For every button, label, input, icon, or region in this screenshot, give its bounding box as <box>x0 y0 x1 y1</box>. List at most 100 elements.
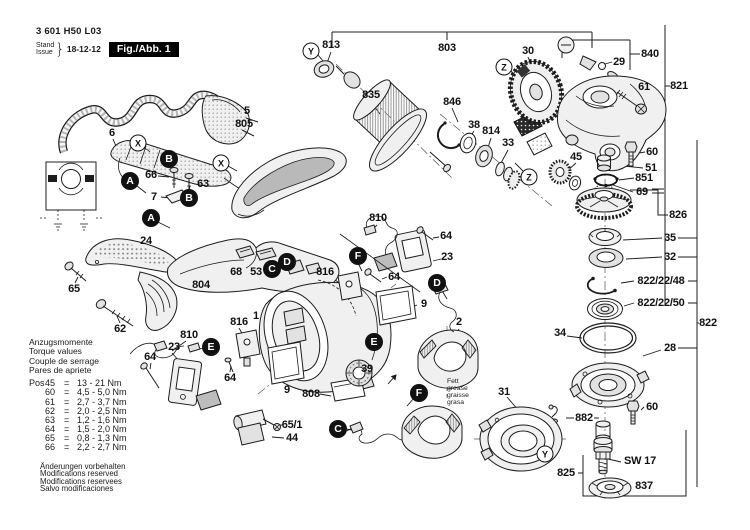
callout-2: 2 <box>456 316 462 328</box>
callout-9: 9 <box>421 298 427 310</box>
torque-heading: Pares de apriete <box>29 364 92 375</box>
armature <box>313 60 451 173</box>
stand-issue-label: Stand Issue <box>36 42 55 56</box>
callout-35: 35 <box>664 232 676 244</box>
assembly-marker-E: E <box>365 333 383 351</box>
callout-23: 23 <box>441 251 453 263</box>
callout-28: 28 <box>664 342 676 354</box>
callout-61: 61 <box>638 81 650 93</box>
callout-63: 63 <box>197 178 209 190</box>
callout-60: 60 <box>646 146 658 158</box>
torque-heading: Anzugsmomente <box>29 337 93 347</box>
grease-note-line: grease <box>447 384 468 392</box>
callout-821: 821 <box>670 80 688 92</box>
callout-51: 51 <box>645 162 657 174</box>
callout-53: 53 <box>250 266 262 278</box>
assembly-marker-X: X <box>129 134 147 152</box>
callout-837: 837 <box>635 480 653 492</box>
torque-row: 66=2,2 - 2,7 Nm <box>45 442 127 453</box>
callout-840: 840 <box>641 48 659 60</box>
callout-65-1: 65/1 <box>281 419 303 431</box>
torque-row: 65=0,8 - 1,3 Nm <box>45 433 127 444</box>
field-coil-lower <box>346 405 463 459</box>
torque-heading: Couple de serrage <box>29 355 99 366</box>
callout-31: 31 <box>498 386 510 398</box>
handle-cover <box>85 238 179 331</box>
grease-note-line: graisse <box>447 391 469 399</box>
assembly-marker-Y: Y <box>302 42 320 60</box>
part-number: 3 601 H50 L03 <box>36 26 102 37</box>
callout-64: 64 <box>144 351 156 363</box>
callout-814: 814 <box>482 125 500 137</box>
footer-note-line: Modifications reserved <box>40 469 119 479</box>
callout-64: 64 <box>440 230 452 242</box>
assembly-marker-A: A <box>121 172 139 190</box>
callout-60: 60 <box>646 401 658 413</box>
callout-816: 816 <box>316 266 334 278</box>
assembly-marker-E: E <box>202 338 220 356</box>
switch-modules <box>224 271 363 373</box>
callout-44: 44 <box>286 432 298 444</box>
torque-row: 64=1,5 - 2,0 Nm <box>45 423 127 434</box>
gear-housing <box>556 75 667 172</box>
callout-30: 30 <box>522 45 534 57</box>
assembly-marker-F: F <box>349 247 367 265</box>
assembly-marker-Y: Y <box>536 445 554 463</box>
callout-23: 23 <box>168 341 180 353</box>
callout-9: 9 <box>284 384 290 396</box>
assembly-marker-A: A <box>142 209 160 227</box>
bearing-flange <box>569 362 650 408</box>
callout-45: 45 <box>570 151 582 163</box>
handle-housing <box>167 238 340 293</box>
assembly-marker-D: D <box>428 274 446 292</box>
callout-33: 33 <box>502 137 514 149</box>
callout-825: 825 <box>557 467 575 479</box>
torque-heading: Torque values <box>29 346 82 357</box>
assembly-marker-D: D <box>278 253 296 271</box>
callout-803: 803 <box>438 42 456 54</box>
gear-arm-housing-top <box>231 147 347 219</box>
title-block: 3 601 H50 L03 Stand Issue } 18-12-12 Fig… <box>36 26 179 58</box>
assembly-marker-Z: Z <box>495 58 513 76</box>
aux-handle <box>233 409 281 446</box>
callout-38: 38 <box>468 119 480 131</box>
assembly-marker-C: C <box>263 260 281 278</box>
callout-1: 1 <box>253 310 259 322</box>
callout-822: 822 <box>699 317 717 329</box>
issue-date: 18-12-12 <box>66 44 101 54</box>
torque-row: 61=2,7 - 3,7 Nm <box>45 396 127 407</box>
callout-813: 813 <box>322 39 340 51</box>
callout-835: 835 <box>362 89 380 101</box>
switch-inserts <box>235 245 277 261</box>
callout-5: 5 <box>244 105 250 117</box>
bearing-39 <box>345 359 373 387</box>
assembly-marker-C: C <box>329 420 347 438</box>
brush-holders-and-cables <box>129 215 434 411</box>
callout-882: 882 <box>575 412 593 424</box>
callout-851: 851 <box>635 172 653 184</box>
callout-24: 24 <box>140 235 152 247</box>
callout-66: 66 <box>145 169 157 181</box>
callout-816: 816 <box>230 316 248 328</box>
callout-7: 7 <box>151 191 157 203</box>
spindle <box>588 420 632 499</box>
callout-39: 39 <box>361 363 373 375</box>
callout-SW-17: SW 17 <box>623 455 657 467</box>
callout-805: 805 <box>235 118 253 130</box>
callout-810: 810 <box>180 329 198 341</box>
callout-34: 34 <box>554 327 566 339</box>
assembly-marker-X: X <box>212 154 230 172</box>
callout-62: 62 <box>114 323 126 335</box>
callout-808: 808 <box>302 388 320 400</box>
figure-label: Fig./Abb. 1 <box>108 41 179 57</box>
callout-822-22-48: 822/22/48 <box>637 275 685 287</box>
bracket-lines <box>226 25 699 497</box>
footer-note-line: Salvo modificaciones <box>40 483 114 493</box>
power-cord <box>58 90 259 154</box>
field-coil-upper <box>417 281 479 389</box>
